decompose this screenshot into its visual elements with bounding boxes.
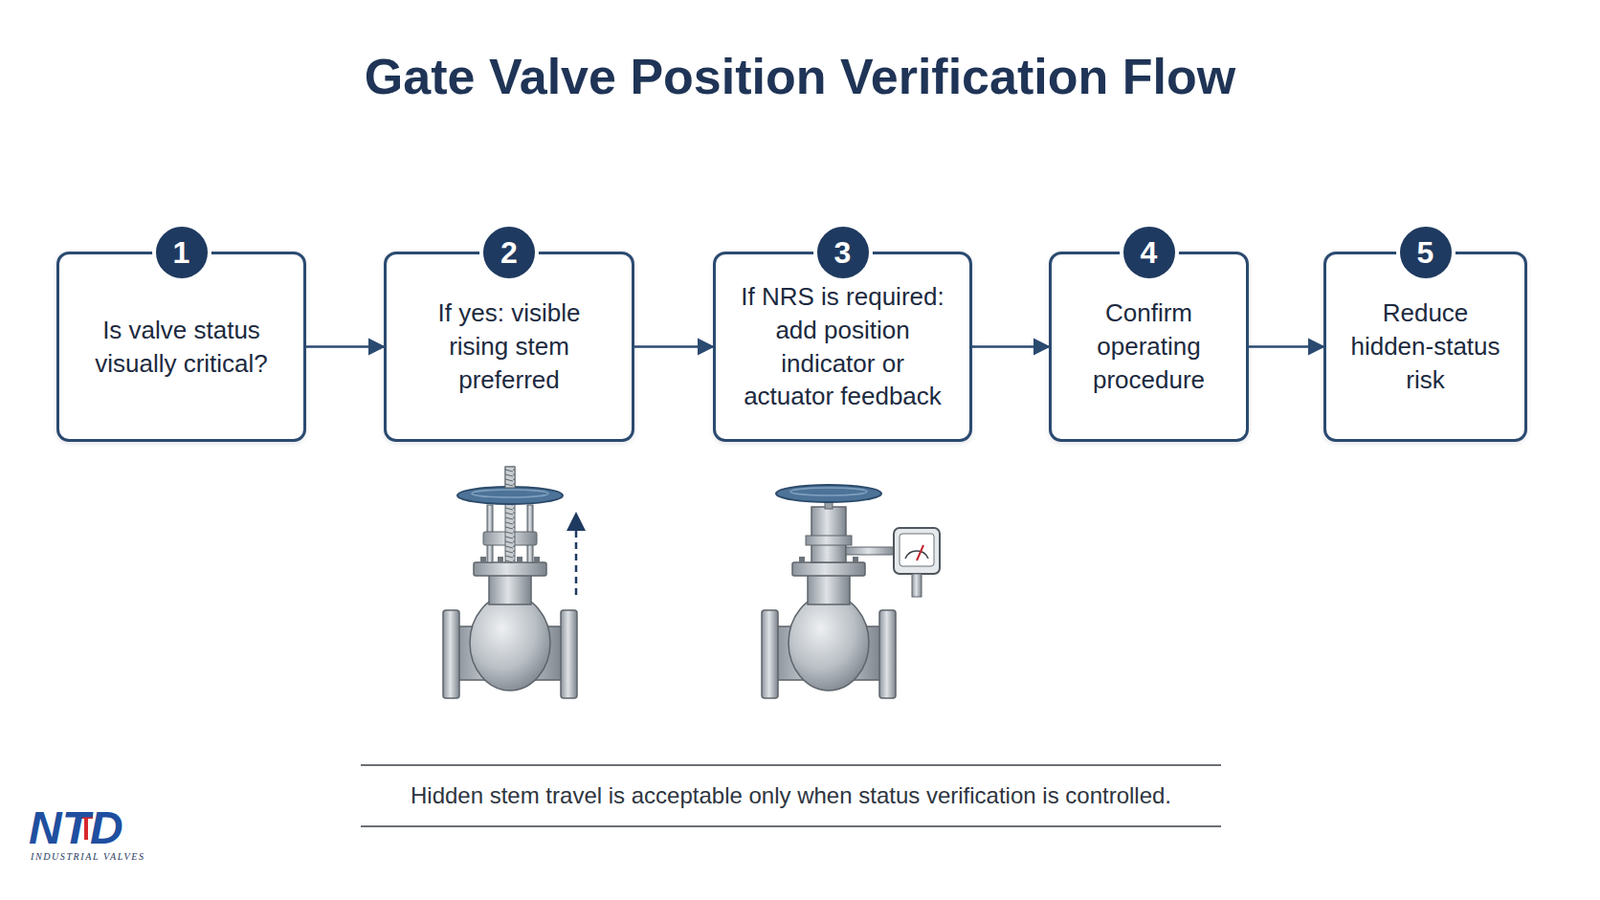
step-number: 4 <box>1119 222 1179 283</box>
box-text: If NRS is required: add position indicat… <box>733 280 953 414</box>
step-number: 1 <box>152 222 212 283</box>
box-text: Is valve status visually critical? <box>86 313 277 381</box>
box-text: If yes: visible rising stem preferred <box>413 296 605 397</box>
caption-rule <box>360 764 1222 767</box>
diagram-title: Gate Valve Position Verification Flow <box>0 47 1600 106</box>
nrs-valve-with-indicator <box>761 485 940 699</box>
step-number: 3 <box>813 222 873 283</box>
logo-tagline: INDUSTRIAL VALVES <box>30 851 146 863</box>
flow-arrow <box>306 345 384 349</box>
box-text: Reduce hidden-status risk <box>1343 296 1508 397</box>
logo-wordmark: NTD <box>28 801 124 855</box>
rising-stem-valve <box>443 466 578 699</box>
caption-note: Hidden stem travel is acceptable only wh… <box>360 782 1222 810</box>
flow-arrow <box>634 345 713 349</box>
caption-rule <box>360 825 1222 828</box>
flow-arrow <box>972 345 1049 349</box>
step-number: 2 <box>479 222 539 283</box>
box-text: Confirm operating procedure <box>1068 296 1229 397</box>
step-number: 5 <box>1396 222 1456 283</box>
flow-arrow <box>1248 345 1324 349</box>
